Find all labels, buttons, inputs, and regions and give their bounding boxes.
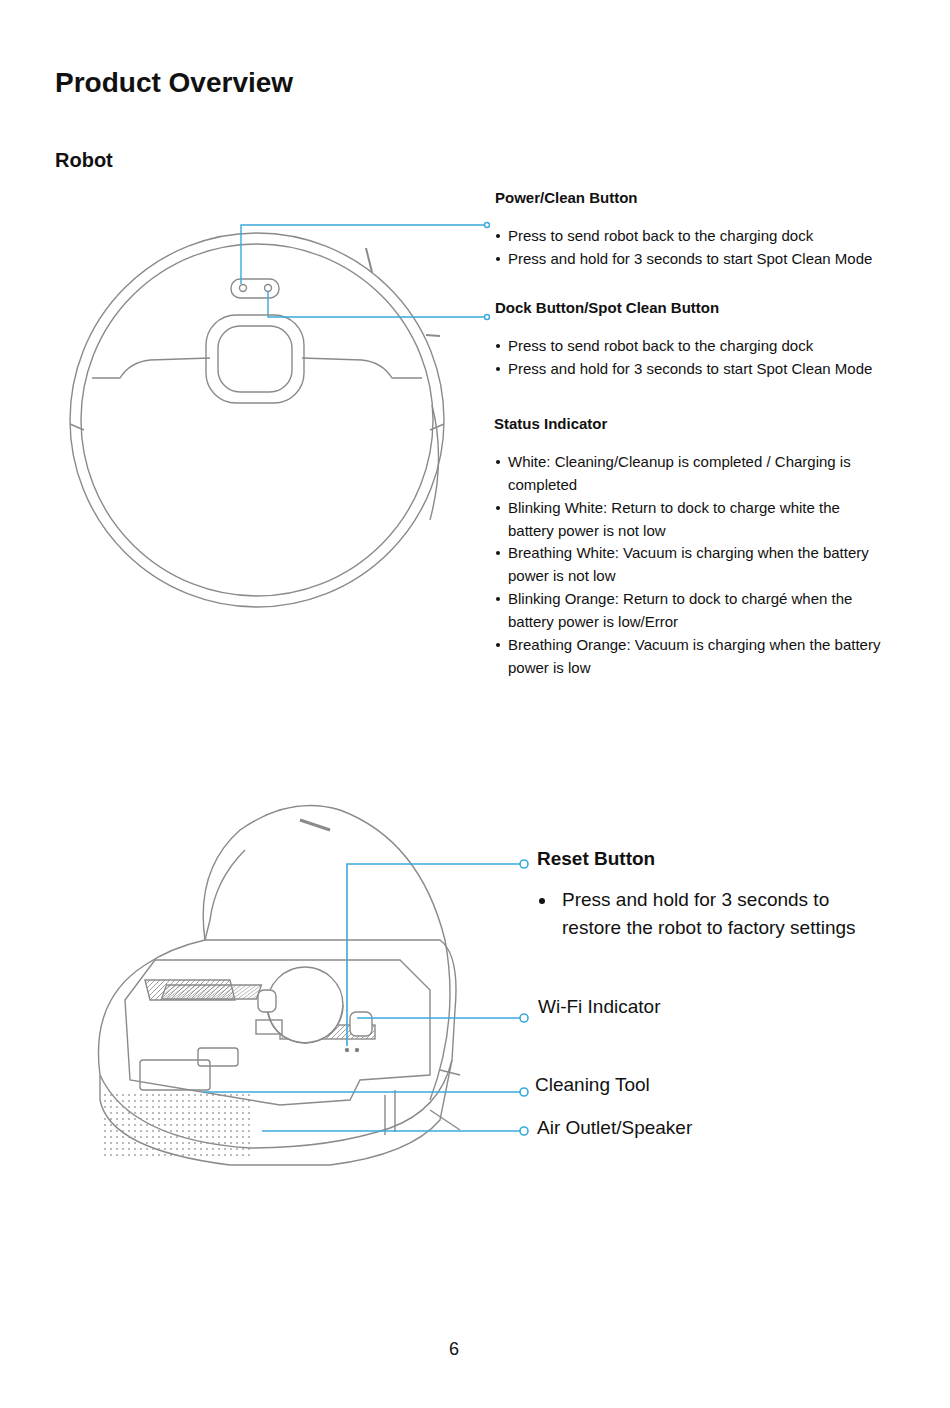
part-heading: Dock Button/Spot Clean Button: [495, 298, 875, 318]
bullet-text: Breathing White: Vacuum is charging when…: [495, 541, 883, 587]
page-title: Product Overview: [55, 66, 655, 100]
bullet-text: Blinking Orange: Return to dock to charg…: [495, 587, 883, 633]
part-label: Cleaning Tool: [535, 1073, 835, 1097]
bullet-text: Press and hold for 3 seconds to start Sp…: [495, 357, 878, 380]
part-label: Wi-Fi Indicator: [538, 995, 838, 1019]
leader-lines: [203, 860, 528, 1135]
bullet-text: Press to send robot back to the charging…: [495, 334, 878, 357]
part-heading: Reset Button: [537, 847, 837, 871]
robot-top-view: [70, 233, 444, 607]
bullet-text: Breathing Orange: Vacuum is charging whe…: [495, 633, 883, 679]
bullet-text: White: Cleaning/Cleanup is completed / C…: [495, 450, 883, 496]
leader-lines: [241, 223, 490, 320]
bullet-text: Press and hold for 3 seconds to restore …: [537, 886, 872, 942]
part-heading: Power/Clean Button: [495, 188, 875, 208]
section-heading: Robot: [55, 148, 355, 172]
bullet-text: Press to send robot back to the charging…: [495, 224, 878, 247]
bullet-text: Press and hold for 3 seconds to start Sp…: [495, 247, 878, 270]
robot-open-lid: [98, 806, 460, 1166]
page-number: 6: [449, 1338, 459, 1360]
bullet-text: Blinking White: Return to dock to charge…: [495, 496, 883, 542]
part-heading: Status Indicator: [494, 414, 874, 434]
part-label: Air Outlet/Speaker: [537, 1116, 837, 1140]
